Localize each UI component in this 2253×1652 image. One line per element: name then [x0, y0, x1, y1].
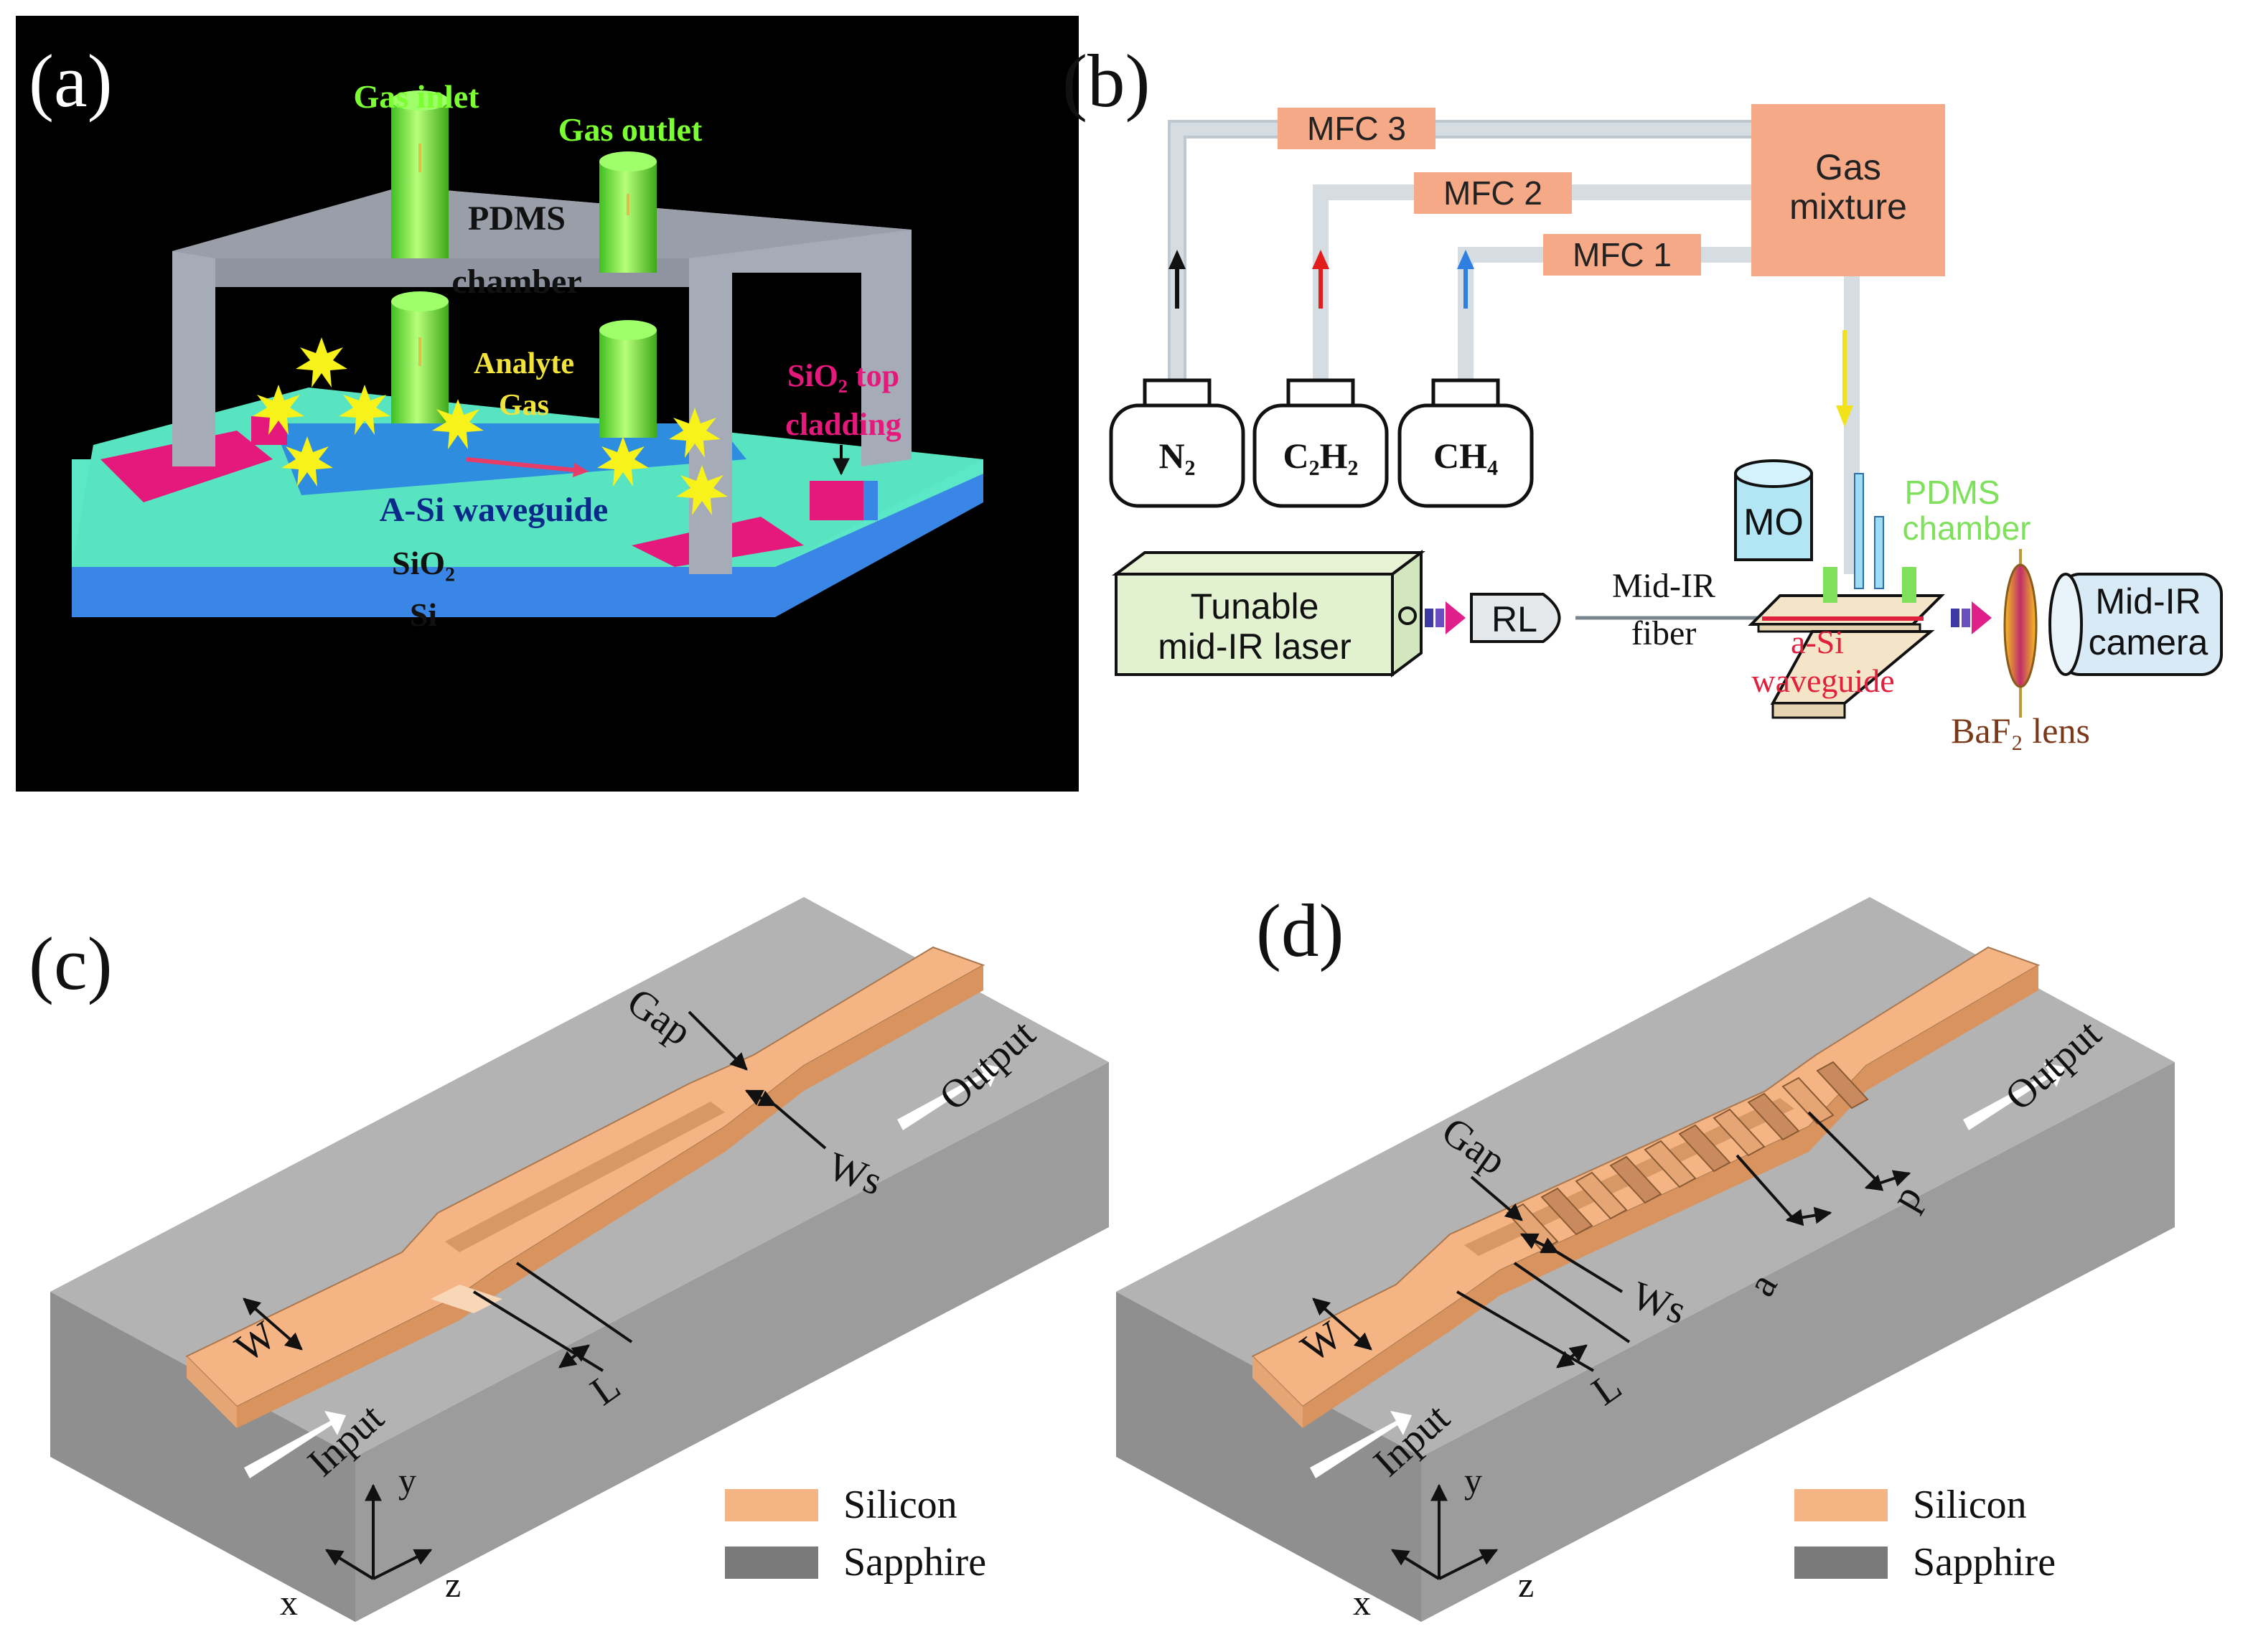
camera-label-1: Mid-IR	[2095, 581, 2201, 621]
a-si-waveguide-strip	[273, 423, 746, 495]
grating-tooth	[1678, 1124, 1731, 1173]
mo-label: MO	[1743, 502, 1804, 543]
input-arrow-c	[244, 1411, 346, 1478]
axis-y-c: y	[398, 1460, 416, 1501]
panel-d: (d) W L Gap Ws	[1116, 888, 2175, 1623]
a-si-label-2: waveguide	[1751, 662, 1894, 699]
mfc-2-box	[1414, 172, 1572, 214]
laser-label-1: Tunable	[1191, 586, 1319, 626]
lens-label: BaF₂ lens	[1951, 710, 2090, 751]
sio2-top-label: SiO₂ top	[787, 358, 899, 393]
axes-c	[324, 1483, 433, 1580]
rl-box	[1470, 593, 1561, 643]
gas-inlet-cylinder	[391, 90, 449, 423]
analyte-gas-label: Gas	[499, 389, 549, 422]
axis-x-c: x	[280, 1582, 298, 1623]
axis-y-d: y	[1464, 1460, 1482, 1501]
rl-label: RL	[1491, 599, 1537, 639]
light-arrow	[466, 457, 575, 472]
gas-inlet-label: Gas inlet	[353, 78, 479, 115]
legend-silicon-swatch-d	[1794, 1489, 1888, 1521]
top-cladding-block	[810, 481, 863, 520]
panel-d-label: (d)	[1256, 888, 1344, 972]
ch4-label: CH₄	[1433, 436, 1498, 476]
legend-silicon-c: Silicon	[843, 1483, 957, 1527]
panel-c-label: (c)	[29, 921, 113, 1005]
sio2-label: SiO₂	[392, 545, 455, 581]
waveguide-chip	[1748, 473, 1945, 719]
waveguide-label: A-Si waveguide	[380, 491, 609, 529]
ch4-cylinder	[1397, 378, 1534, 508]
mo-objective	[1734, 459, 1813, 561]
legend-sapphire-d: Sapphire	[1913, 1540, 2056, 1585]
waveguide-c	[185, 946, 985, 1428]
pdms-label: PDMS	[468, 200, 566, 238]
panel-b-label: (b)	[1062, 39, 1150, 123]
pdms-chamber	[172, 187, 912, 574]
legend-silicon-swatch-c	[725, 1489, 818, 1521]
cladding-label: cladding	[785, 407, 901, 442]
panel-a: (a)	[16, 16, 1079, 792]
pdms-chamber-label-2: chamber	[1903, 510, 2031, 547]
n2-label: N₂	[1158, 436, 1195, 476]
mfc-3-box	[1278, 108, 1435, 149]
camera-label-2: camera	[2089, 622, 2208, 662]
gas-outlet-cylinder	[599, 151, 657, 438]
beam-arrow-2	[1951, 601, 1992, 634]
axis-z-d: z	[1518, 1564, 1534, 1605]
laser-box	[1112, 550, 1425, 677]
axis-z-c: z	[445, 1564, 461, 1605]
grating-tooth	[1575, 1171, 1628, 1220]
baf2-lens	[2003, 549, 2038, 718]
axes-d	[1390, 1483, 1499, 1580]
output-arrow-d	[1963, 1063, 2065, 1130]
grating-tooth	[1540, 1187, 1593, 1236]
grating-tooth	[1644, 1140, 1697, 1188]
output-arrow-c	[897, 1063, 999, 1130]
a-si-label-1: a-Si	[1791, 624, 1844, 660]
grating-tooth	[1747, 1092, 1800, 1141]
n2-cylinder	[1109, 378, 1245, 508]
chamber-label: chamber	[451, 263, 581, 301]
camera	[2048, 573, 2223, 676]
legend-sapphire-swatch-c	[725, 1547, 818, 1579]
si-label: Si	[410, 596, 438, 633]
axis-x-d: x	[1353, 1582, 1371, 1623]
laser-label-2: mid-IR laser	[1158, 626, 1351, 667]
grating-tooth	[1816, 1061, 1869, 1109]
legend-silicon-d: Silicon	[1913, 1483, 2027, 1527]
c2h2-cylinder	[1252, 378, 1389, 508]
input-arrow-d	[1310, 1411, 1412, 1478]
grating-tooth	[1713, 1108, 1766, 1157]
dimensions-c	[243, 1010, 827, 1372]
mfc-1-label: MFC 1	[1573, 236, 1672, 273]
gas-mixture-label-1: Gas	[1815, 147, 1881, 187]
mfc-2-label: MFC 2	[1443, 174, 1542, 212]
fiber-label-1: Mid-IR	[1612, 567, 1715, 605]
grating-tooth	[1609, 1155, 1662, 1204]
legend-sapphire-c: Sapphire	[843, 1540, 986, 1585]
panel-c: (c) W L Gap Ws Input Ou	[29, 897, 1109, 1623]
grating-tooth	[1781, 1076, 1835, 1125]
panel-b: (b) MFC 3 MFC 2 MFC 1 Gas mixture	[1062, 39, 2223, 751]
gas-mixture-label-2: mixture	[1789, 187, 1907, 227]
analyte-label: Analyte	[474, 347, 574, 380]
panel-a-label: (a)	[29, 39, 113, 123]
gas-mixture-box	[1751, 104, 1945, 276]
pdms-chamber-label-1: PDMS	[1905, 474, 2000, 511]
mfc-1-box	[1543, 234, 1701, 276]
c2h2-label: C₂H₂	[1283, 436, 1359, 476]
legend-sapphire-swatch-d	[1794, 1547, 1888, 1579]
mfc-3-label: MFC 3	[1307, 110, 1406, 147]
fiber-label-2: fiber	[1631, 614, 1697, 652]
dimensions-d	[1312, 1111, 1911, 1372]
beam-arrow-1	[1425, 601, 1466, 634]
analyte-stars	[253, 337, 728, 515]
gas-outlet-label: Gas outlet	[558, 111, 703, 148]
